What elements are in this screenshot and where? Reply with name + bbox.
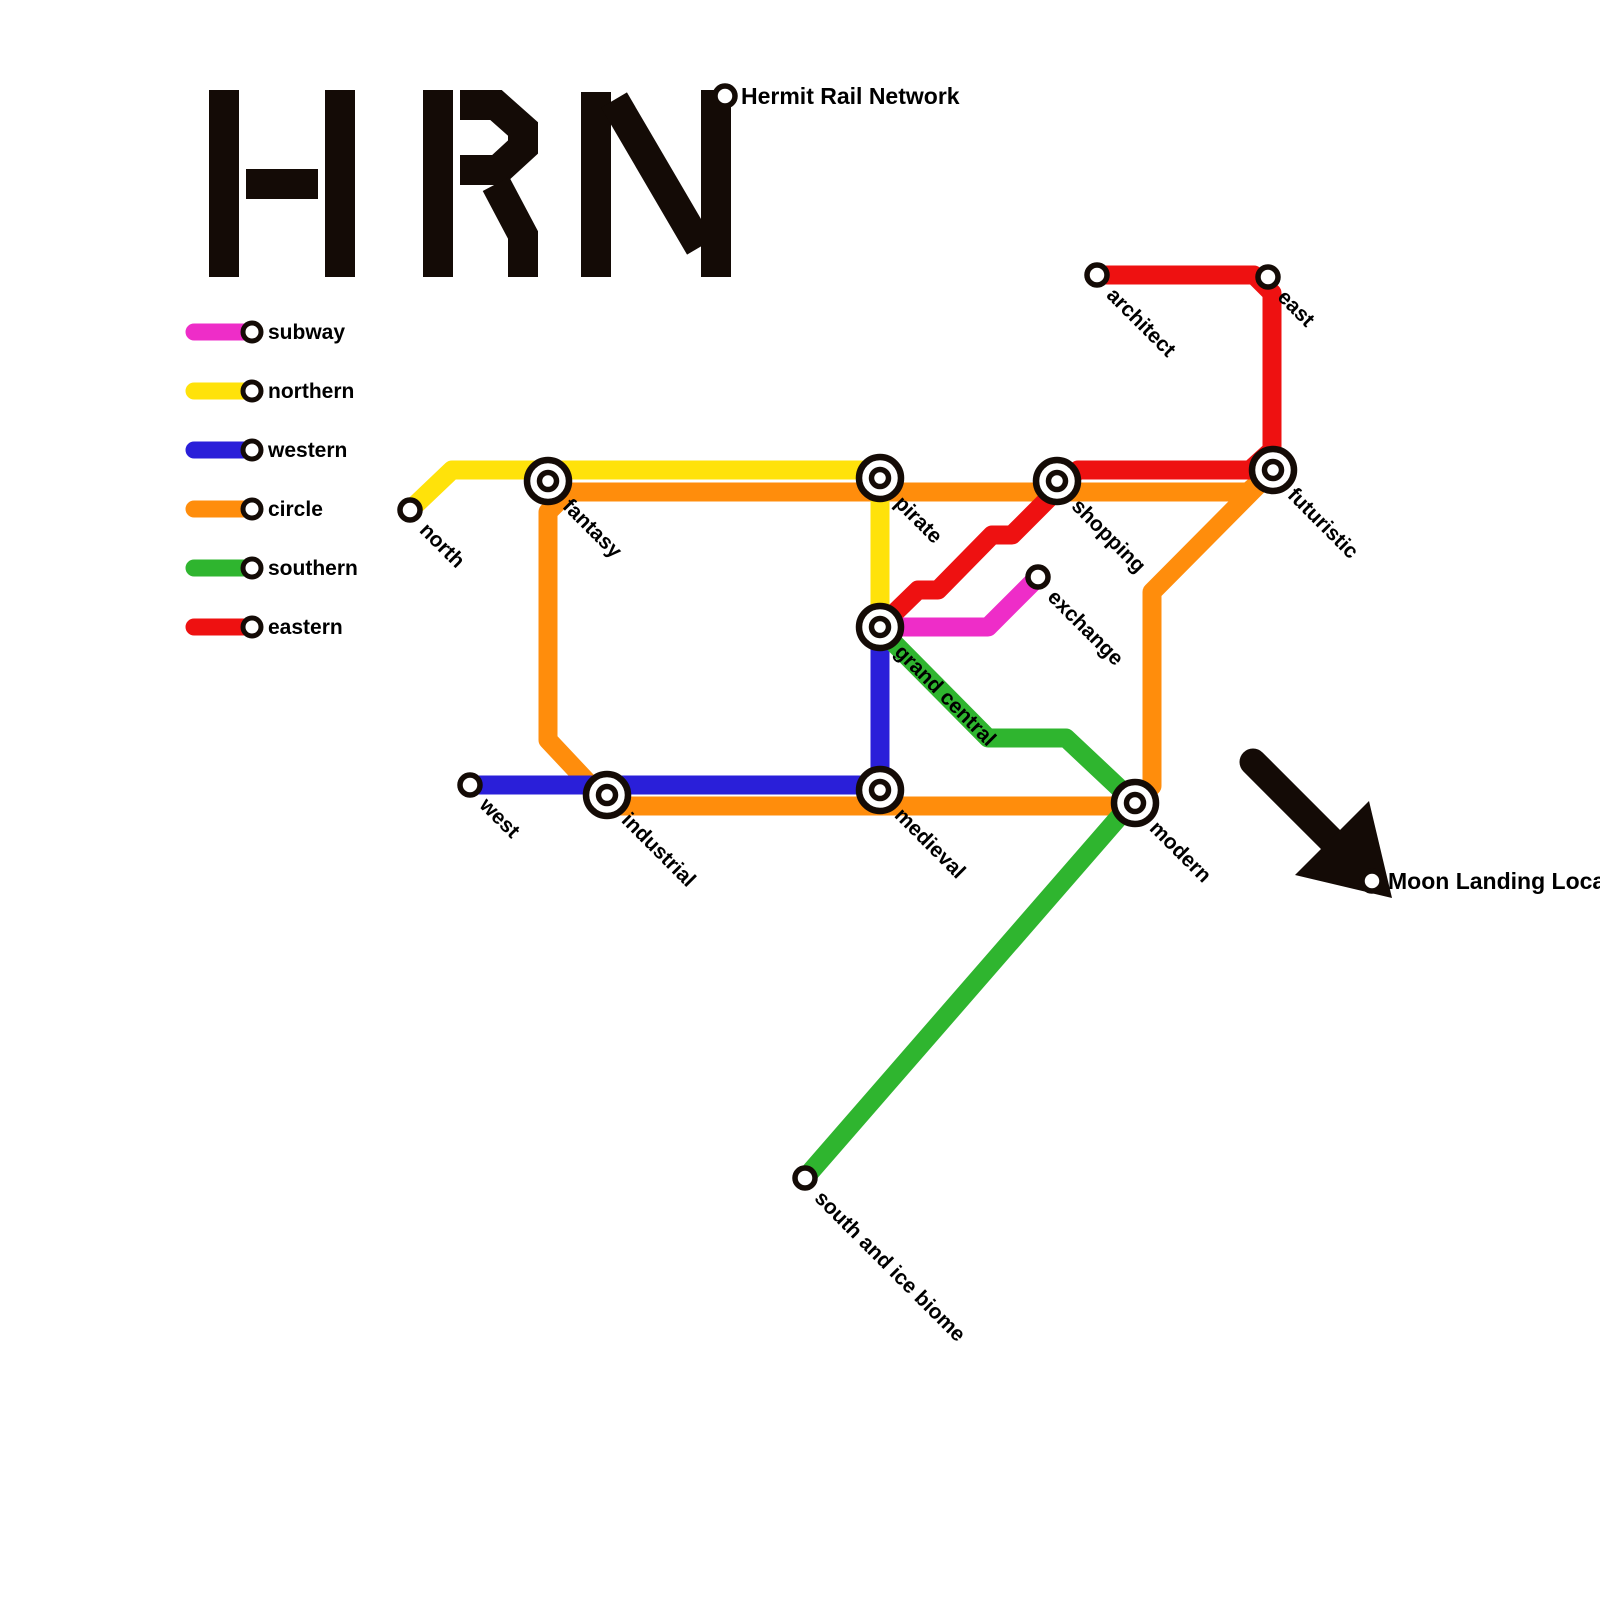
legend-label-subway: subway <box>268 321 345 344</box>
station-core-industrial <box>595 783 619 807</box>
station-exchange <box>1025 564 1051 590</box>
station-core-pirate <box>868 466 892 490</box>
station-label-moon-landing-location: Moon Landing Location <box>1388 868 1600 894</box>
station-core-grand-central <box>868 615 892 639</box>
legend-label-eastern: eastern <box>268 616 343 639</box>
station-label-architect: architect <box>1102 283 1180 361</box>
station-south-and-ice-biome <box>792 1165 818 1191</box>
station-label-industrial: industrial <box>617 808 700 891</box>
legend-label-northern: northern <box>268 380 354 403</box>
station-core-modern <box>1123 791 1147 815</box>
legend-station-icon <box>240 379 264 403</box>
legend-station-icon <box>240 320 264 344</box>
station-label-hermit-rail-network: Hermit Rail Network <box>741 83 960 109</box>
rail-line-circle <box>538 460 1283 816</box>
station-hermit-rail-network <box>712 83 738 109</box>
hrn-logo-stroke <box>482 176 538 277</box>
station-label-fantasy: fantasy <box>558 494 626 562</box>
station-label-futuristic: futuristic <box>1283 483 1363 563</box>
rail-line-northern <box>400 460 890 637</box>
station-label-grand-central: grand central <box>890 640 1000 750</box>
station-core-fantasy <box>536 469 560 493</box>
rail-line-western <box>460 617 890 795</box>
rail-line-subway <box>870 567 1048 637</box>
station-label-exchange: exchange <box>1043 585 1128 670</box>
legend-station-icon <box>240 497 264 521</box>
station-label-modern: modern <box>1145 816 1216 887</box>
station-label-shopping: shopping <box>1067 494 1150 577</box>
moon-arrow-shaft <box>1239 748 1350 859</box>
legend-station-icon <box>240 556 264 580</box>
station-core-medieval <box>868 778 892 802</box>
station-east <box>1255 264 1281 290</box>
hrn-logo-stroke <box>460 90 538 185</box>
station-core-shopping <box>1045 469 1069 493</box>
legend-station-icon <box>240 438 264 462</box>
station-label-north: north <box>415 518 469 572</box>
station-north <box>397 497 423 523</box>
station-moon-landing-location <box>1359 868 1385 894</box>
station-core-futuristic <box>1261 458 1285 482</box>
station-west <box>457 772 483 798</box>
rail-line-eastern <box>870 265 1282 637</box>
station-label-west: west <box>474 793 524 843</box>
rail-line-southern <box>795 623 1143 1188</box>
legend-label-western: western <box>267 439 347 462</box>
legend-station-icon <box>240 615 264 639</box>
legend-label-circle: circle <box>268 498 323 521</box>
station-architect <box>1084 262 1110 288</box>
station-label-south-and-ice-biome: south and ice biome <box>810 1186 970 1346</box>
hrn-logo-stroke <box>601 92 713 255</box>
legend-label-southern: southern <box>268 557 358 580</box>
